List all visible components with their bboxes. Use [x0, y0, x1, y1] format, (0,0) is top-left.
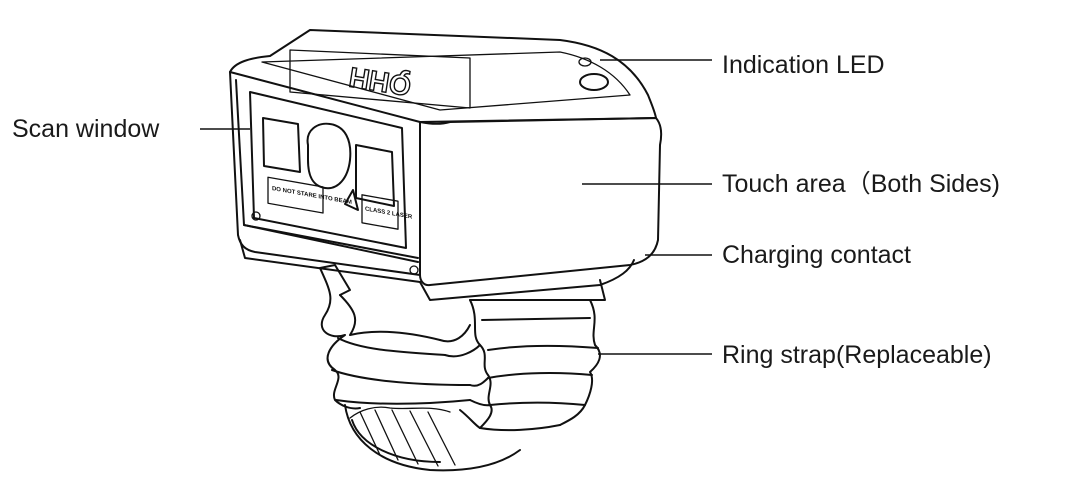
ring-strap — [319, 264, 606, 472]
label-indication-led: Indication LED — [722, 51, 885, 79]
label-charging-contact: Charging contact — [722, 241, 912, 269]
leader-lines — [200, 59, 712, 355]
scan-window: DO NOT STARE INTO BEAM CLASS 2 LASER — [249, 91, 413, 249]
label-scan-window: Scan window — [12, 115, 160, 143]
scanner-housing: HHQ — [229, 29, 663, 301]
indication-led — [579, 73, 609, 91]
label-touch-area: Touch area（Both Sides) — [722, 170, 1000, 198]
label-ring-strap: Ring strap(Replaceable) — [722, 341, 992, 369]
screw-right — [409, 265, 419, 275]
laser-warning-icon — [344, 189, 359, 211]
screw-left — [251, 211, 261, 221]
brand-mark: HHQ — [347, 61, 413, 101]
window-warning-text: DO NOT STARE INTO BEAM — [272, 186, 352, 206]
